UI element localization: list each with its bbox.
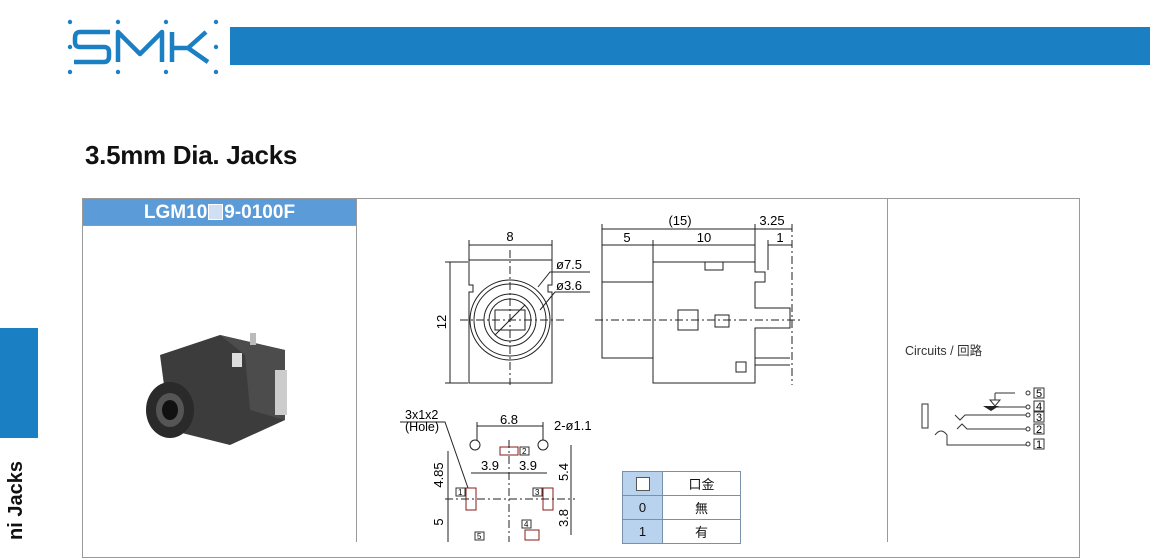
dim-height: 12 — [434, 315, 449, 329]
product-photo — [146, 333, 287, 445]
dim-inner-dia: ø3.6 — [556, 278, 582, 293]
model-prefix: LGM10 — [143, 202, 208, 223]
option-header: 口金 — [662, 471, 741, 496]
dim-pin: 3.25 — [759, 213, 784, 228]
header-bar — [230, 27, 1150, 65]
side-tab — [0, 328, 38, 438]
drawing-pcb: 3x1x2 (Hole) 6.8 2-ø1.1 3.9 3.9 4.85 5 5… — [400, 408, 592, 542]
page-title: 3.5mm Dia. Jacks — [85, 140, 298, 170]
variant-box — [208, 204, 224, 220]
pin-label: 4 — [524, 520, 529, 529]
model-header: LGM10 9-0100F — [83, 199, 356, 226]
option-key: 0 — [622, 495, 663, 520]
option-value: 有 — [662, 519, 741, 544]
dim-holes: 2-ø1.1 — [554, 418, 592, 433]
side-tab-label: ni Jacks — [5, 461, 27, 540]
pin-label: 5 — [477, 532, 482, 541]
drawing-front-side: 8 12 ø7.5 ø3.6 (15) 5 10 3.25 1 — [434, 213, 800, 385]
dim-outer-dia: ø7.5 — [556, 257, 582, 272]
dim-width: 8 — [506, 229, 513, 244]
dim-front: 5 — [623, 230, 630, 245]
hole-note-sub: (Hole) — [405, 420, 439, 434]
dim-v3: 5.4 — [556, 463, 571, 481]
pin-label: 3 — [535, 488, 540, 497]
divider — [887, 198, 888, 542]
dim-right: 3.9 — [519, 458, 537, 473]
circuit-pin: 5 — [1036, 388, 1042, 400]
circuit-pin: 3 — [1036, 412, 1042, 424]
dim-left: 3.9 — [481, 458, 499, 473]
pin-label: 1 — [458, 488, 463, 497]
smk-logo — [67, 19, 219, 75]
dim-v2: 5 — [431, 518, 446, 525]
dim-pitch: 6.8 — [500, 412, 518, 427]
hole-note: 3x1x2 — [405, 408, 438, 422]
dim-body: 10 — [697, 230, 711, 245]
option-value: 無 — [662, 495, 741, 520]
option-key: 1 — [622, 519, 663, 544]
model-suffix: 9-0100F — [224, 202, 296, 223]
dim-v4: 3.8 — [556, 509, 571, 527]
circuit-pin: 2 — [1036, 424, 1042, 436]
circuit-pin: 1 — [1036, 439, 1042, 451]
dim-total: (15) — [668, 213, 691, 228]
dim-v1: 4.85 — [431, 462, 446, 487]
pin-label: 2 — [522, 447, 527, 456]
circuit-pin: 4 — [1036, 401, 1042, 413]
circuit-diagram: 5 4 3 2 1 — [921, 387, 1045, 451]
divider — [356, 198, 357, 542]
circuits-label: Circuits / 回路 — [905, 344, 983, 358]
variant-box — [635, 477, 650, 492]
dim-pin-tip: 1 — [776, 230, 783, 245]
